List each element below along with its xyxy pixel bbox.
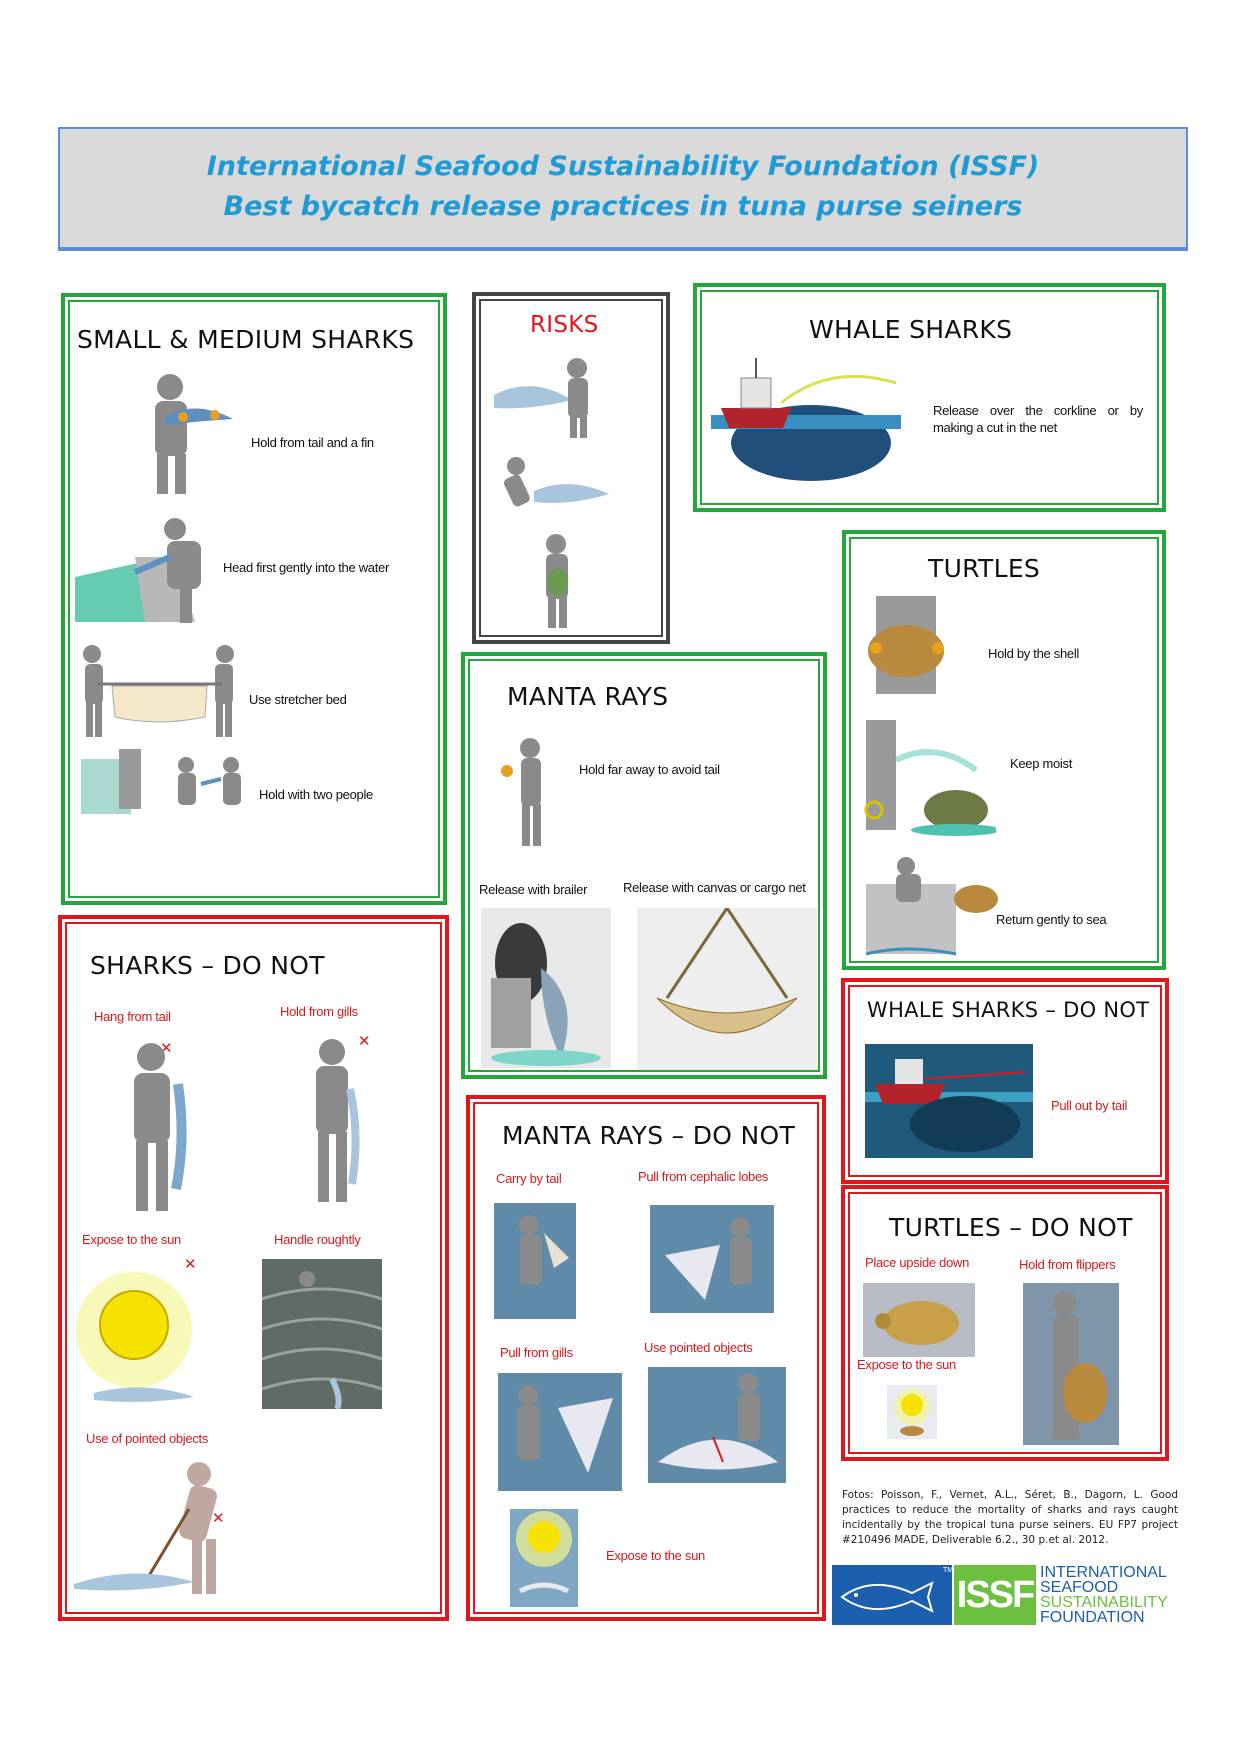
- turtle-in-sun-illustration: [887, 1385, 937, 1439]
- hold-flippers-illustration: [1023, 1283, 1119, 1445]
- caption-use-pointed: Use pointed objects: [644, 1340, 753, 1355]
- pull-cephalic-lobes-illustration: [650, 1205, 774, 1313]
- logo-line-3: SUSTAINABILITY: [1040, 1594, 1168, 1611]
- panel-title: SHARKS – DO NOT: [90, 951, 325, 980]
- caption-expose-sun: Expose to the sun: [82, 1232, 181, 1247]
- hold-far-away-illustration: [501, 738, 541, 846]
- panel-title: MANTA RAYS: [507, 682, 669, 711]
- caption-two-people: Hold with two people: [259, 787, 373, 802]
- caption-stretcher: Use stretcher bed: [249, 692, 347, 707]
- caption-hold-far-away: Hold far away to avoid tail: [579, 762, 720, 777]
- caption-hold-tail-fin: Hold from tail and a fin: [251, 435, 374, 450]
- pointed-object-illustration: [74, 1462, 217, 1594]
- whale-shark-release-illustration: [711, 358, 901, 481]
- caption-canvas-net: Release with canvas or cargo net: [623, 880, 806, 895]
- pull-by-tail-illustration: [865, 1044, 1033, 1158]
- tuna-fish-icon: [832, 1565, 952, 1625]
- use-pointed-objects-illustration: [648, 1367, 786, 1483]
- pull-from-gills-illustration: [498, 1373, 622, 1491]
- caption-cephalic-lobes: Pull from cephalic lobes: [638, 1169, 769, 1184]
- issf-mark: ISSF: [954, 1565, 1036, 1625]
- hold-from-gills-illustration: [316, 1039, 360, 1202]
- brailer-release-illustration: [481, 908, 611, 1068]
- panel-title: RISKS: [530, 312, 599, 338]
- panel-whale-sharks-do-not: WHALE SHARKS – DO NOT Pull out by tail: [841, 978, 1169, 1184]
- panel-risks: RISKS: [472, 292, 670, 644]
- panel-manta-do-not: MANTA RAYS – DO NOT Carry by tail Pull f…: [466, 1095, 826, 1621]
- panel-whale-sharks: WHALE SHARKS Release over the corkline o…: [693, 283, 1166, 512]
- panel-turtles-do-not: TURTLES – DO NOT Place upside down Hold …: [841, 1185, 1169, 1461]
- header-subtitle: Best bycatch release practices in tuna p…: [223, 191, 1023, 222]
- caption-handle-roughly: Handle roughtly: [274, 1232, 361, 1247]
- release-into-water-illustration: [75, 518, 201, 623]
- hold-shell-illustration: [868, 596, 944, 694]
- stretcher-bed-illustration: [83, 645, 234, 737]
- caption-upside-down: Place upside down: [865, 1255, 970, 1270]
- header-banner: International Seafood Sustainability Fou…: [58, 127, 1188, 251]
- return-to-sea-illustration: [866, 857, 998, 956]
- panel-title: WHALE SHARKS: [809, 315, 1013, 344]
- panel-sharks-do-not: SHARKS – DO NOT Hang from tail Hold from…: [58, 915, 449, 1621]
- caption-release-corkline: Release over the corkline or by making a…: [933, 403, 1143, 435]
- person-holding-shark-illustration: [155, 374, 233, 494]
- canvas-net-release-illustration: [637, 908, 817, 1070]
- caption-return-sea: Return gently to sea: [996, 912, 1107, 927]
- photo-credits: Fotos: Poisson, F., Vernet, A.L., Séret,…: [842, 1489, 1178, 1546]
- panel-manta-rays: MANTA RAYS Hold far away to avoid tail R…: [461, 652, 827, 1079]
- manta-in-sun-illustration: [510, 1509, 578, 1607]
- panel-small-medium-sharks: SMALL & MEDIUM SHARKS Hold from tail and…: [61, 293, 447, 905]
- logo-line-4: FOUNDATION: [1040, 1609, 1145, 1626]
- trademark-label: TM: [943, 1567, 954, 1574]
- caption-pull-out-tail: Pull out by tail: [1051, 1098, 1128, 1113]
- caption-hold-gills: Hold from gills: [280, 1004, 358, 1019]
- logo-line-2: SEAFOOD: [1040, 1579, 1119, 1596]
- sting-risk-illustration: [546, 534, 568, 628]
- caption-turtle-sun: Expose to the sun: [857, 1357, 956, 1372]
- x-mark-icon: ✕: [358, 1033, 371, 1050]
- caption-keep-moist: Keep moist: [1010, 756, 1073, 771]
- panel-title: TURTLES: [928, 554, 1041, 583]
- panel-title: SMALL & MEDIUM SHARKS: [77, 325, 415, 354]
- caption-hang-tail: Hang from tail: [94, 1009, 171, 1024]
- caption-hold-flippers: Hold from flippers: [1019, 1257, 1116, 1272]
- two-people-illustration: [81, 749, 241, 814]
- panel-title: TURTLES – DO NOT: [889, 1213, 1133, 1242]
- panel-title: MANTA RAYS – DO NOT: [502, 1121, 796, 1150]
- keep-moist-illustration: [864, 720, 996, 836]
- caption-manta-sun: Expose to the sun: [606, 1548, 705, 1563]
- caption-brailer: Release with brailer: [479, 882, 588, 897]
- header-title: International Seafood Sustainability Fou…: [206, 151, 1040, 182]
- shark-thrash-risk-illustration: [504, 457, 609, 507]
- issf-logo: TM ISSF INTERNATIONAL SEAFOOD SUSTAINABI…: [832, 1564, 1184, 1626]
- hang-from-tail-illustration: [134, 1043, 187, 1211]
- shark-bite-risk-illustration: [494, 358, 588, 438]
- carry-by-tail-illustration: [494, 1203, 576, 1319]
- panel-turtles: TURTLES Hold by the shell Keep moist Ret…: [842, 530, 1166, 970]
- handle-roughly-illustration: [262, 1259, 382, 1409]
- caption-carry-tail: Carry by tail: [496, 1171, 562, 1186]
- caption-head-first: Head first gently into the water: [223, 560, 389, 575]
- caption-pointed-objects: Use of pointed objects: [86, 1431, 209, 1446]
- turtle-upside-down-illustration: [863, 1283, 975, 1357]
- logo-line-1: INTERNATIONAL: [1040, 1564, 1167, 1581]
- panel-title: WHALE SHARKS – DO NOT: [867, 998, 1150, 1022]
- shark-in-sun-illustration: [76, 1272, 194, 1402]
- caption-hold-shell: Hold by the shell: [988, 646, 1080, 661]
- foundation-name: INTERNATIONAL SEAFOOD SUSTAINABILITY FOU…: [1040, 1564, 1168, 1626]
- caption-pull-gills: Pull from gills: [500, 1345, 573, 1360]
- x-mark-icon: ✕: [212, 1510, 225, 1527]
- x-mark-icon: ✕: [184, 1256, 197, 1273]
